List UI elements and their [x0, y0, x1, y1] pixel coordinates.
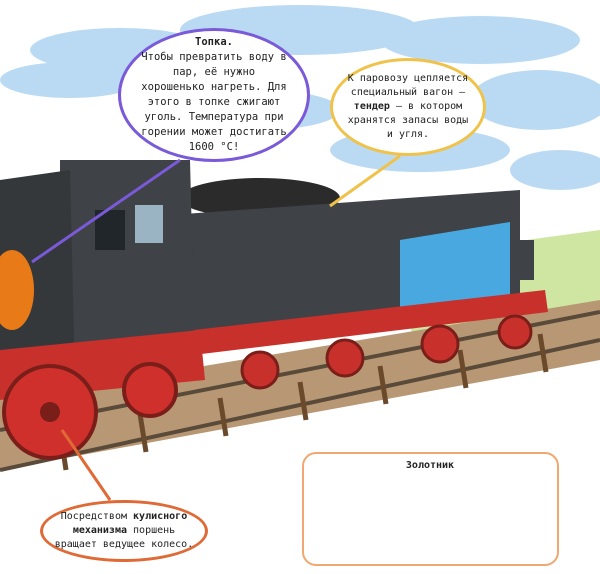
- valve-pointer: [60, 429, 112, 501]
- tender-callout: К паровозу цепляется специальный вагон —…: [330, 58, 486, 156]
- tender-pointer: [329, 154, 401, 208]
- firebox-callout-text: Чтобы превратить воду в пар, её нужно хо…: [141, 51, 287, 153]
- valve-gear-callout-text-after: поршень вращает ведущее колесо.: [54, 525, 194, 550]
- tender-callout-text-before: К паровозу цепляется специальный вагон —: [347, 73, 469, 98]
- tender: [150, 178, 548, 390]
- valve-gear-callout-text-before: Посредством: [60, 511, 127, 522]
- valve-gear-callout: Посредством кулисного механизма поршень …: [40, 500, 208, 562]
- tender-callout-term: тендер: [353, 101, 390, 112]
- tender-frame: [150, 290, 548, 360]
- valve-inset-title: Золотник: [405, 460, 455, 471]
- valve-inset-frame: [302, 452, 559, 566]
- firebox: [0, 250, 34, 330]
- tender-callout-text-after: — в котором хранятся запасы воды и угля.: [347, 101, 469, 140]
- firebox-callout-title: Топка.: [195, 36, 233, 48]
- firebox-pointer: [31, 158, 181, 264]
- valve-gear-callout-term: кулисного механизма: [72, 511, 188, 536]
- locomotive: [0, 160, 205, 460]
- firebox-callout: Топка. Чтобы превратить воду в пар, её н…: [118, 28, 310, 162]
